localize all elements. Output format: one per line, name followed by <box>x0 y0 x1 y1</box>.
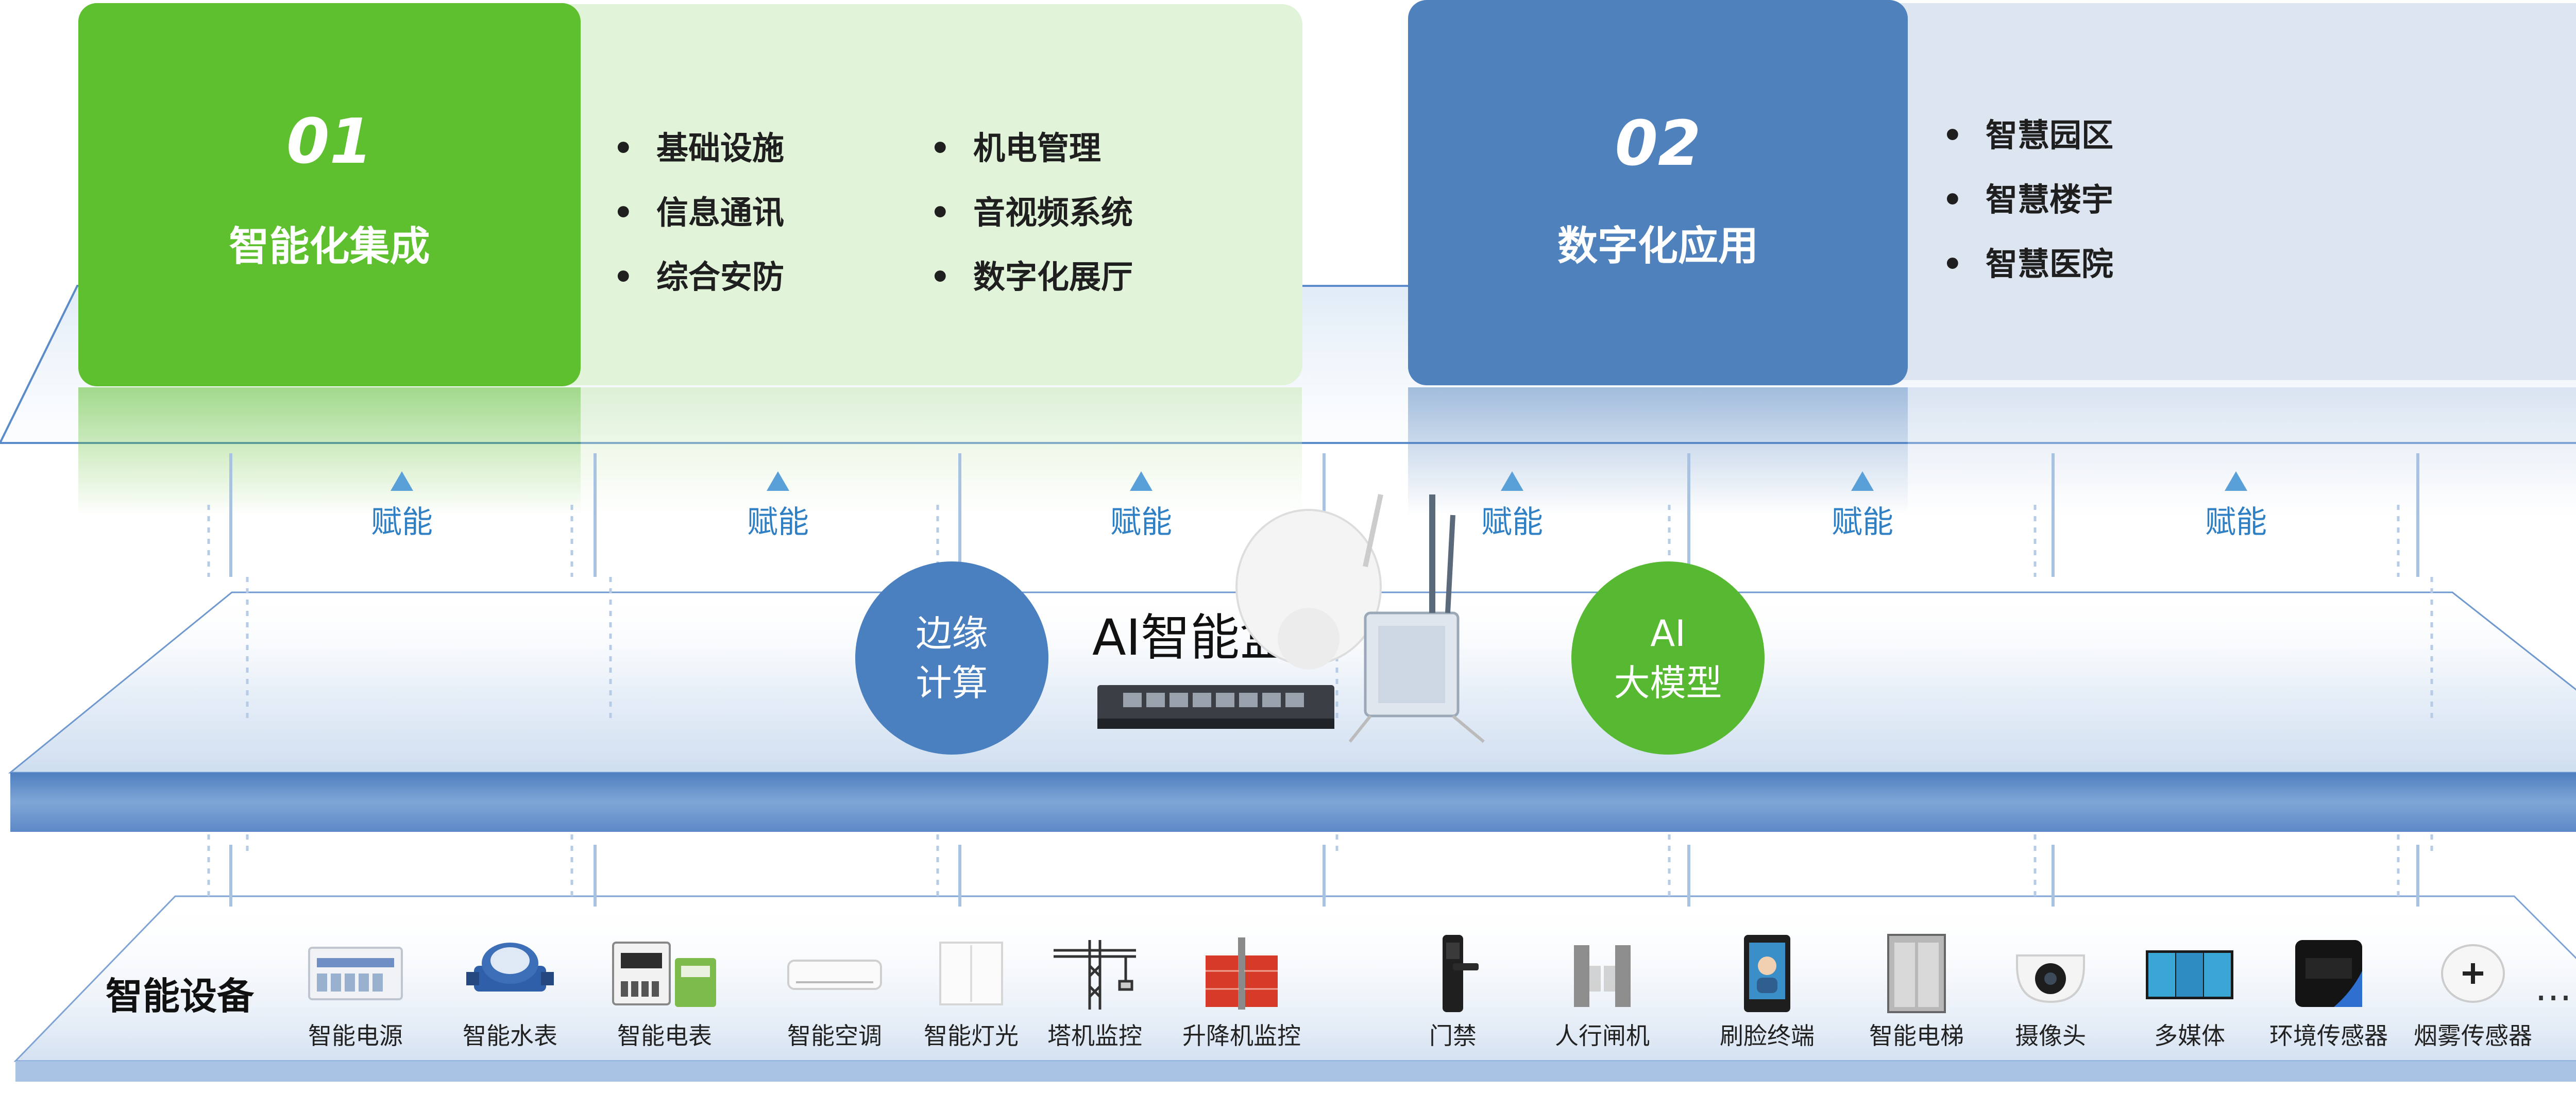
device-item: 智能电表 <box>598 930 732 1051</box>
device-item: 智能灯光 <box>904 930 1038 1051</box>
device-label: 智能电表 <box>617 1022 712 1050</box>
enable-label: 赋能 <box>2205 504 2267 540</box>
elevator-hoist-icon <box>1164 930 1319 1017</box>
enable-label: 赋能 <box>747 504 809 540</box>
ai-model-circle: AI 大模型 <box>1571 561 1765 755</box>
edge-circle-line-1: 边缘 <box>916 612 988 655</box>
device-label: 门禁 <box>1429 1022 1477 1050</box>
card-01-panel-reflection <box>581 387 1302 516</box>
water-meter-icon <box>443 930 577 1017</box>
more-indicator: … <box>2535 966 2572 1009</box>
enable-marker-6: 赋能 <box>2184 471 2287 542</box>
device-item: 升降机监控 <box>1164 930 1319 1051</box>
device-item: 多媒体 <box>2123 930 2257 1051</box>
device-item: 智能电源 <box>289 930 422 1051</box>
list-item: 智慧医院 <box>1942 232 2113 296</box>
enable-marker-5: 赋能 <box>1811 471 1914 542</box>
enable-label: 赋能 <box>1481 504 1543 540</box>
enable-marker-4: 赋能 <box>1461 471 1564 542</box>
list-item: 智慧园区 <box>1942 103 2113 167</box>
list-item: 综合安防 <box>613 245 784 309</box>
card-02-title: 数字化应用 <box>1557 223 1758 269</box>
device-label: 智能空调 <box>787 1022 882 1050</box>
enable-marker-3: 赋能 <box>1090 471 1193 542</box>
list-item: 机电管理 <box>930 116 1133 180</box>
devices-title: 智能设备 <box>106 975 255 1018</box>
card-01-number: 01 <box>286 106 372 178</box>
device-label: 烟雾传感器 <box>2414 1022 2532 1050</box>
device-label: 环境传感器 <box>2269 1022 2388 1050</box>
card-01-list-left: 基础设施 信息通讯 综合安防 <box>613 116 784 309</box>
card-01: 01 智能化集成 <box>78 3 581 386</box>
ai-circle-line-1: AI <box>1650 612 1686 655</box>
platform-slab <box>10 773 2576 832</box>
device-item: 人行闸机 <box>1535 930 1669 1051</box>
device-label: 智能电梯 <box>1869 1022 1964 1050</box>
device-item: 环境传感器 <box>2251 930 2406 1051</box>
card-02-panel-reflection <box>1908 387 2576 516</box>
bottom-plane-edge <box>15 1061 2576 1082</box>
device-item: 智能电梯 <box>1850 930 1984 1051</box>
device-item: 烟雾传感器 <box>2396 930 2550 1051</box>
ai-box-device-icon <box>1097 493 1485 743</box>
device-label: 智能电源 <box>308 1022 403 1050</box>
device-item: 智能空调 <box>768 930 902 1051</box>
enable-label: 赋能 <box>371 504 433 540</box>
smoke-sensor-icon <box>2396 930 2550 1017</box>
device-item: 门禁 <box>1386 930 1520 1051</box>
device-label: 智能水表 <box>463 1022 557 1050</box>
power-cabinet-icon <box>289 930 422 1017</box>
list-item: 音视频系统 <box>930 180 1133 245</box>
display-screen-icon <box>2123 930 2257 1017</box>
face-terminal-icon <box>1700 930 1834 1017</box>
device-label: 摄像头 <box>2015 1022 2086 1050</box>
device-label: 人行闸机 <box>1555 1022 1650 1050</box>
arrow-up-icon <box>767 471 789 491</box>
arrow-up-icon <box>1130 471 1153 491</box>
card-01-list-right: 机电管理 音视频系统 数字化展厅 <box>930 116 1133 309</box>
list-item: 数字化展厅 <box>930 245 1133 309</box>
card-01-title: 智能化集成 <box>229 224 430 270</box>
door-lock-icon <box>1386 930 1520 1017</box>
device-label: 升降机监控 <box>1182 1022 1301 1050</box>
card-02-number: 02 <box>1615 108 1701 180</box>
device-label: 刷脸终端 <box>1720 1022 1815 1050</box>
arrow-up-icon <box>1501 471 1523 491</box>
list-item: 信息通讯 <box>613 180 784 245</box>
list-item: 智慧楼宇 <box>1942 167 2113 232</box>
tower-crane-icon <box>1028 930 1162 1017</box>
edge-circle-line-2: 计算 <box>916 661 988 704</box>
card-01-reflection <box>78 387 581 516</box>
edge-computing-circle: 边缘 计算 <box>855 561 1048 755</box>
card-02: 02 数字化应用 <box>1408 0 1908 385</box>
camera-icon <box>1984 930 2117 1017</box>
enable-label: 赋能 <box>1832 504 1893 540</box>
device-label: 塔机监控 <box>1047 1022 1142 1050</box>
device-item: 摄像头 <box>1984 930 2117 1051</box>
electric-meter-icon <box>598 930 732 1017</box>
device-label: 多媒体 <box>2154 1022 2225 1050</box>
turnstile-icon <box>1535 930 1669 1017</box>
env-sensor-icon <box>2251 930 2406 1017</box>
arrow-up-icon <box>1851 471 1874 491</box>
enable-marker-1: 赋能 <box>350 471 453 542</box>
list-item: 基础设施 <box>613 116 784 180</box>
air-conditioner-icon <box>768 930 902 1017</box>
device-item: 刷脸终端 <box>1700 930 1834 1051</box>
enable-label: 赋能 <box>1110 504 1172 540</box>
card-02-list: 智慧园区 智慧楼宇 智慧医院 <box>1942 103 2113 296</box>
light-switch-icon <box>904 930 1038 1017</box>
ai-circle-line-2: 大模型 <box>1614 661 1722 704</box>
device-item: 智能水表 <box>443 930 577 1051</box>
device-label: 智能灯光 <box>924 1022 1019 1050</box>
device-item: 塔机监控 <box>1028 930 1162 1051</box>
enable-marker-2: 赋能 <box>726 471 829 542</box>
arrow-up-icon <box>2225 471 2247 491</box>
elevator-icon <box>1850 930 1984 1017</box>
devices-row: 智能电源 智能水表 智能电表 智能空调 智能灯光 塔机监控 <box>289 930 2576 1069</box>
arrow-up-icon <box>391 471 413 491</box>
card-02-reflection <box>1408 387 1908 516</box>
